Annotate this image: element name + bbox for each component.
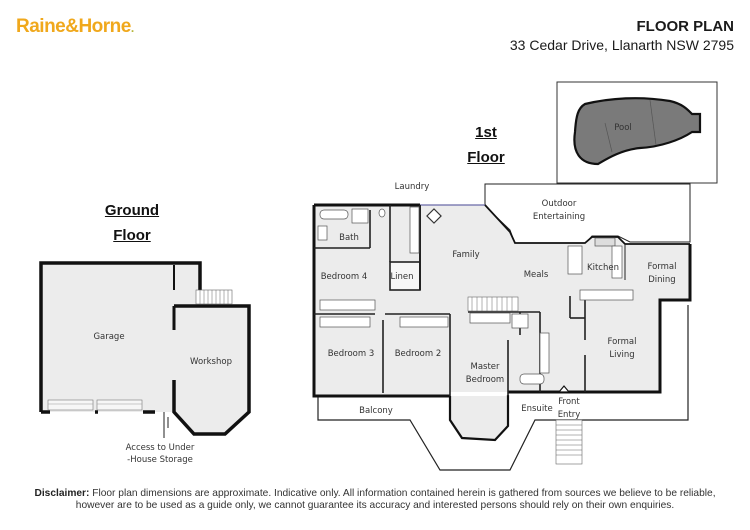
raine-horne-logo: Raine&Horne. — [16, 16, 134, 38]
room-outdoor-line2: Entertaining — [533, 212, 585, 222]
ground-floor-heading-line2: Floor — [113, 227, 151, 244]
disclaimer-line1: Floor plan dimensions are approximate. I… — [89, 488, 716, 499]
bathtub-icon — [319, 209, 349, 220]
ground-floor-heading: Ground Floor — [92, 198, 172, 248]
first-floor-stairs — [467, 296, 519, 312]
room-master-line1: Master — [470, 362, 500, 372]
pool-area: Pool — [556, 81, 718, 184]
pool-label: Pool — [614, 123, 632, 133]
room-front-entry-line2: Entry — [558, 410, 581, 420]
vanity-icon — [317, 225, 328, 241]
kitchen-sink-icon — [594, 237, 616, 247]
wardrobe-master — [469, 312, 511, 324]
first-floor-heading: 1st Floor — [446, 120, 526, 170]
wardrobe-bed3 — [319, 316, 371, 328]
kitchen-bench — [611, 245, 623, 279]
room-formal-dining-line2: Dining — [648, 275, 675, 285]
entry-arrow-icon — [557, 385, 571, 393]
room-kitchen: Kitchen — [587, 263, 619, 273]
room-bedroom-2: Bedroom 2 — [395, 349, 442, 359]
ground-floor-plan: Garage Workshop Access to Under -House S… — [39, 261, 251, 465]
room-family: Family — [452, 250, 479, 260]
room-bedroom-3: Bedroom 3 — [328, 349, 375, 359]
room-formal-living-line1: Formal — [608, 337, 637, 347]
kitchen-counter — [579, 289, 634, 301]
disclaimer: Disclaimer: Floor plan dimensions are ap… — [0, 488, 750, 512]
wardrobe-bed4 — [319, 299, 376, 311]
laundry-bench — [409, 206, 420, 254]
room-formal-dining-line1: Formal — [648, 262, 677, 272]
disclaimer-line2: however are to be used as a guide only, … — [75, 500, 675, 511]
access-storage-line2: -House Storage — [127, 455, 193, 465]
first-floor-heading-line2: Floor — [467, 149, 505, 166]
room-garage: Garage — [93, 332, 124, 342]
first-floor-heading-line1: 1st — [475, 124, 497, 141]
room-ensuite: Ensuite — [521, 404, 553, 414]
room-meals: Meals — [524, 270, 549, 280]
logo-dot: . — [130, 21, 134, 35]
room-balcony: Balcony — [359, 406, 393, 416]
logo-text: Raine&Horne — [16, 16, 131, 37]
front-stairs — [555, 419, 583, 465]
room-bath: Bath — [339, 233, 359, 243]
fireplace-icon — [426, 208, 442, 224]
room-laundry: Laundry — [395, 182, 430, 192]
room-front-entry-line1: Front — [558, 397, 580, 407]
plan-title: FLOOR PLAN — [636, 18, 735, 35]
room-outdoor-line1: Outdoor — [542, 199, 577, 209]
room-linen: Linen — [390, 272, 413, 282]
ground-stairs — [195, 289, 233, 305]
ground-floor-heading-line1: Ground — [104, 202, 160, 219]
property-address: 33 Cedar Drive, Llanarth NSW 2795 — [509, 37, 734, 53]
wardrobe-bed2 — [399, 316, 449, 328]
room-workshop: Workshop — [190, 357, 232, 367]
room-bedroom-4: Bedroom 4 — [321, 272, 368, 282]
first-floor-plan: Laundry Outdoor Entertaining Bath Bedroo… — [312, 182, 692, 471]
disclaimer-label: Disclaimer: — [34, 488, 90, 499]
shower-icon — [351, 208, 369, 224]
ensuite-vanity-icon — [539, 332, 550, 374]
ensuite-bath-icon — [519, 373, 545, 385]
toilet-icon — [378, 208, 386, 218]
kitchen-island — [567, 245, 583, 275]
access-storage-line1: Access to Under — [126, 443, 195, 453]
room-master-line2: Bedroom — [466, 375, 504, 385]
pool-shape — [573, 97, 702, 166]
ensuite-shower-icon — [511, 313, 529, 329]
plan-header: FLOOR PLAN 33 Cedar Drive, Llanarth NSW … — [510, 18, 734, 54]
room-formal-living-line2: Living — [609, 350, 634, 360]
